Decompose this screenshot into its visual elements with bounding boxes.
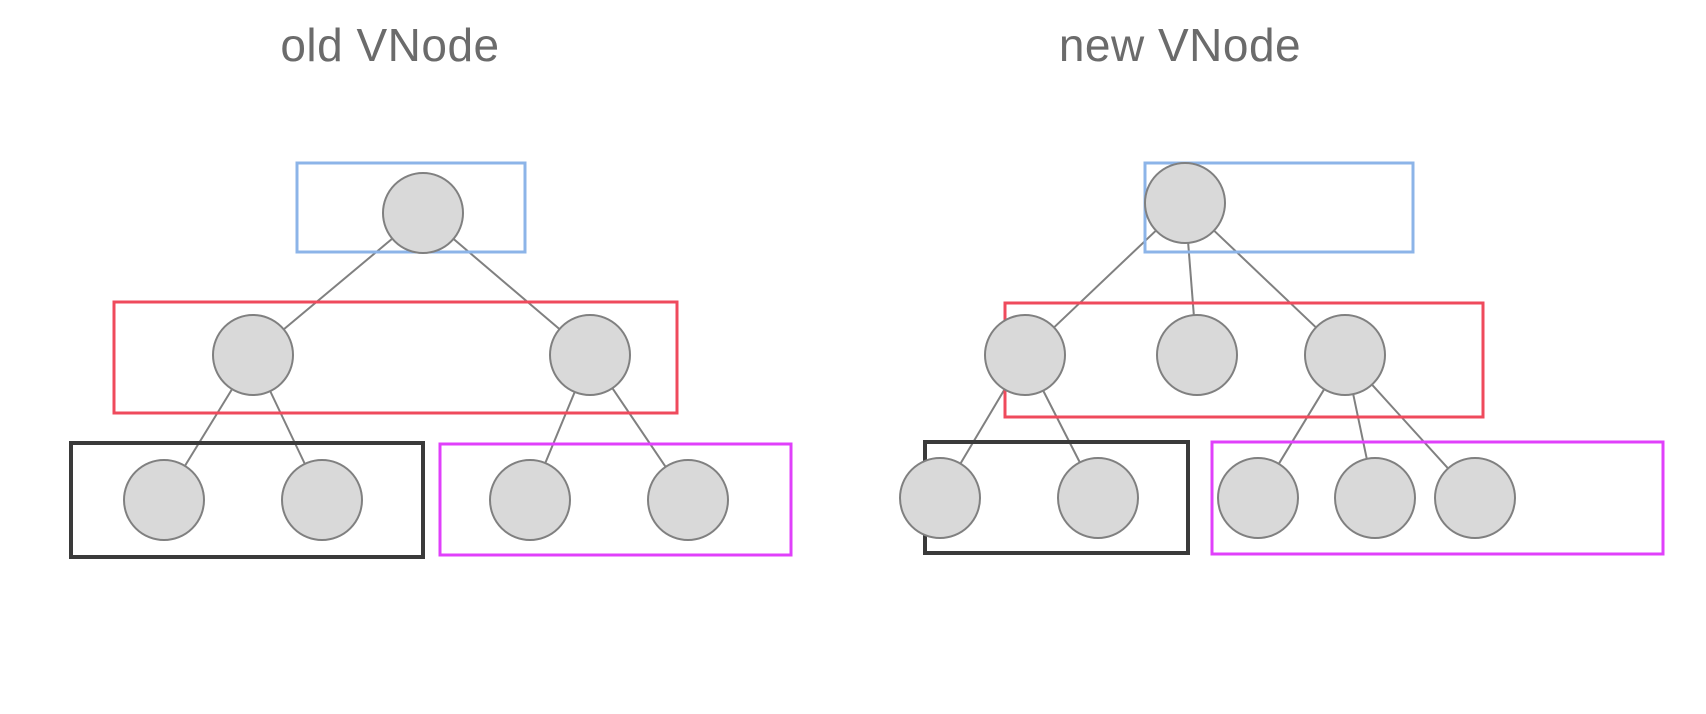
new-vnode-title: new VNode [1058, 19, 1302, 71]
tree-node-o-a1 [123, 459, 205, 541]
tree-edge [544, 391, 576, 464]
tree-node-o-b2 [647, 459, 729, 541]
tree-edge [1213, 229, 1317, 329]
tree-node-n-a2 [1057, 457, 1139, 539]
tree-edge [283, 237, 393, 331]
old-vnode-group-box-black [69, 441, 425, 559]
tree-edge [611, 387, 667, 468]
tree-edge [1277, 388, 1326, 465]
tree-edge [1187, 242, 1195, 316]
new-vnode-group-box-black [923, 440, 1190, 555]
tree-edge [1352, 393, 1368, 460]
tree-node-o-a [212, 314, 294, 396]
edge-layer [184, 229, 1449, 470]
old-vnode-group-box-blue [295, 161, 527, 254]
tree-node-n-c2 [1334, 457, 1416, 539]
tree-node-n-c3 [1434, 457, 1516, 539]
old-vnode-group-box-red [112, 300, 679, 415]
group-box-layer [69, 161, 1665, 559]
tree-node-n-b [1156, 314, 1238, 396]
tree-edge [1371, 383, 1449, 470]
tree-edge [959, 388, 1006, 465]
tree-node-n-root [1144, 162, 1226, 244]
tree-node-o-b [549, 314, 631, 396]
new-vnode-group-box-blue [1143, 161, 1415, 254]
old-vnode-title: old VNode [280, 19, 500, 71]
new-vnode-group-box-magenta [1210, 440, 1665, 556]
tree-edge [452, 238, 561, 330]
tree-node-o-root [382, 172, 464, 254]
tree-node-o-b1 [489, 459, 571, 541]
tree-node-n-c1 [1217, 457, 1299, 539]
new-vnode-group-box-red [1003, 301, 1485, 419]
tree-edge [184, 388, 233, 467]
tree-edge [269, 390, 306, 465]
tree-node-n-c [1304, 314, 1386, 396]
tree-node-n-a [984, 314, 1066, 396]
tree-node-o-a2 [281, 459, 363, 541]
tree-edge [1053, 229, 1157, 329]
node-layer [123, 162, 1516, 541]
tree-node-n-a1 [899, 457, 981, 539]
old-vnode-group-box-magenta [438, 442, 793, 557]
tree-edge [1042, 390, 1081, 463]
